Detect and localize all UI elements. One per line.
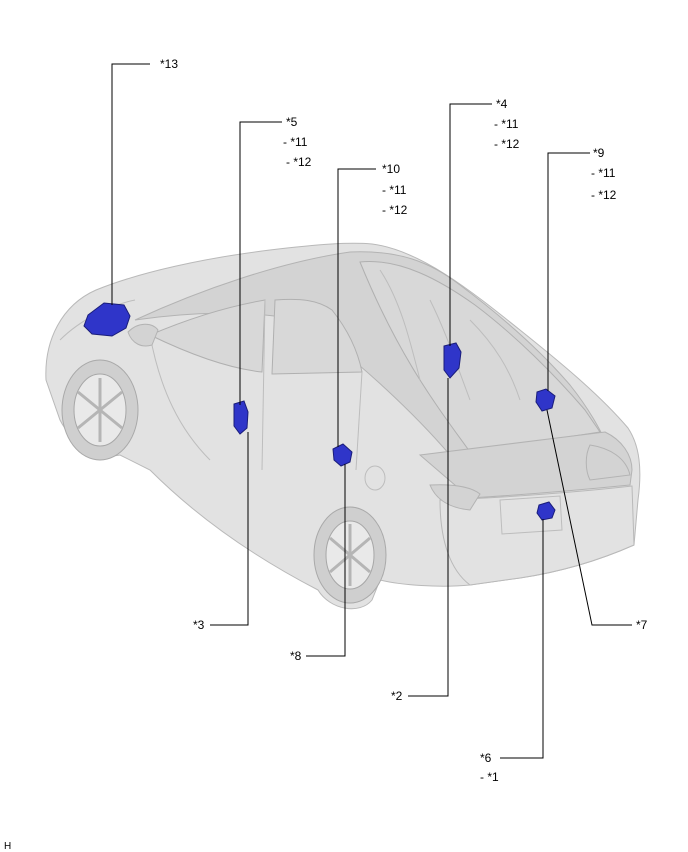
callout-5-sub-12: - *12 [286,155,312,169]
leader-13 [111,63,150,305]
leader-9 [547,152,590,391]
callout-6-label: *6 [480,751,492,765]
callout-9-sub-12: - *12 [591,188,617,202]
component-2 [443,342,462,379]
callout-9-sub-11: - *11 [591,166,616,180]
vehicle-trunk [418,431,633,499]
component-6 [536,501,556,521]
vehicle-illustration [45,242,641,610]
callout-2-label: *2 [391,689,403,703]
callout-4-sub-12: - *12 [494,137,520,151]
callout-3-label: *3 [193,618,205,632]
leader-6 [500,519,544,759]
leader-4 [449,103,492,346]
callout-7-label: *7 [636,618,648,632]
callout-13-label: *13 [160,57,178,71]
leader-3 [210,432,249,626]
callout-5-sub-11: - *11 [283,135,308,149]
callout-10-sub-12: - *12 [382,203,408,217]
callout-10-sub-11: - *11 [382,183,407,197]
vehicle-rear-bumper [439,485,635,586]
leader-8 [306,464,346,657]
components [83,302,556,521]
callout-6-sub-1: - *1 [480,770,499,784]
leader-lines [111,63,632,759]
callout-labels: *13 *5 - *11 - *12 *4 - *11 - *12 *10 - … [4,57,648,852]
vehicle-tail-light-right [585,444,631,481]
leader-7 [546,409,632,626]
callout-4-label: *4 [496,97,508,111]
vehicle-front-spokes [77,378,123,442]
vehicle-door-seam [149,299,363,471]
vehicle-fuel-door [364,465,386,491]
component-13 [83,302,131,337]
leader-5 [239,121,282,405]
vehicle-side-mirror [127,323,159,347]
component-3 [233,400,249,435]
component-7 [535,388,556,412]
leader-2 [408,378,449,697]
vehicle-side-window-front [148,299,266,373]
leader-10 [337,168,376,447]
corner-mark: H [4,841,11,852]
component-8 [332,443,353,467]
vehicle-side-window-rear [271,298,363,375]
callout-8-label: *8 [290,649,302,663]
callout-10-label: *10 [382,162,400,176]
vehicle-rear-spokes [329,524,371,586]
vehicle-license-plate [499,495,563,535]
callout-4-sub-11: - *11 [494,117,519,131]
callout-9-label: *9 [593,146,605,160]
callout-5-label: *5 [286,115,298,129]
